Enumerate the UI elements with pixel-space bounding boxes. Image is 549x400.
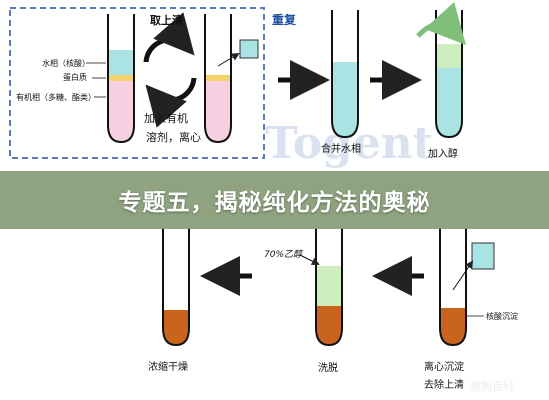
repeat-label: 重复 (272, 12, 297, 27)
add-alcohol-label: 加入醇 (428, 147, 458, 160)
layer-label-organic: 有机相（多糖、酯类） (16, 92, 96, 102)
layer-label-aqueous: 水相（核酸） (42, 58, 90, 68)
title-banner: 专题五，揭秘纯化方法的奥秘 (0, 171, 549, 229)
layer-label-protein: 蛋白质 (63, 72, 87, 82)
ethanol-label: 70%乙醇 (264, 249, 304, 260)
centrifuge-label: 离心沉淀 (424, 360, 464, 373)
tube-combine-aqueous (331, 10, 359, 139)
combine-aqueous-label: 合并水相 (321, 142, 361, 155)
tube-add-alcohol (435, 10, 463, 139)
elution-label: 洗脱 (318, 361, 338, 374)
step1-bottom-label-1: 加入有机 (144, 111, 188, 125)
watermark-text-2: 搜狗百科 (470, 379, 514, 393)
discard-supernatant-label: 去除上清 (424, 378, 464, 391)
step1-dashed-box (9, 7, 265, 159)
tube-centrifuge (439, 228, 467, 347)
tube-concentrate (162, 228, 190, 347)
banner-title: 专题五，揭秘纯化方法的奥秘 (118, 190, 431, 216)
transfer-arrow (217, 52, 240, 67)
step1-tube-left (107, 14, 135, 144)
aqueous-square (239, 39, 259, 59)
pour-arrow-icon (416, 2, 467, 46)
concentrate-label: 浓缩干燥 (148, 360, 188, 373)
step1-tube-right (204, 14, 232, 144)
discard-arrow (452, 260, 474, 291)
ethanol-arrow (299, 254, 320, 265)
precipitate-label: 核酸沉淀 (486, 311, 518, 321)
step1-top-label: 取上清 (150, 13, 183, 27)
tube-elution (315, 228, 343, 347)
cycle-arrows-icon (143, 12, 197, 128)
supernatant-square (471, 242, 495, 270)
step1-bottom-label-2: 溶剂，离心 (146, 130, 201, 144)
